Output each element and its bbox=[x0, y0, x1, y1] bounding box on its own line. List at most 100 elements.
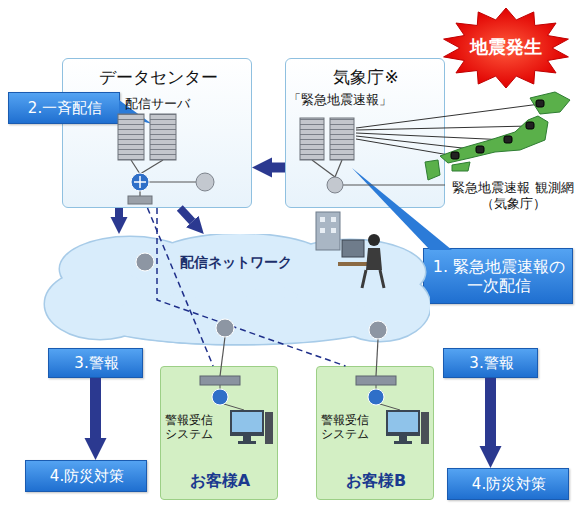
monitor-icon bbox=[230, 410, 264, 436]
pc-tower bbox=[265, 412, 273, 444]
sensor-icon bbox=[526, 122, 534, 129]
node-title: 配信ネットワーク bbox=[180, 254, 320, 271]
japan-map bbox=[425, 92, 570, 180]
window bbox=[320, 217, 325, 222]
monitor-base bbox=[394, 441, 412, 444]
node-title: 地震発生 bbox=[446, 36, 566, 58]
dashed-link bbox=[157, 208, 346, 366]
router-icon bbox=[212, 389, 228, 405]
callout-tail bbox=[352, 168, 452, 250]
seismic-sensors bbox=[451, 100, 544, 159]
server-rack bbox=[300, 118, 324, 160]
network-routers bbox=[136, 253, 387, 376]
wire bbox=[149, 181, 196, 182]
caption-label: 「緊急地震速報」 bbox=[288, 92, 438, 108]
wire bbox=[131, 160, 140, 174]
observation-line bbox=[356, 139, 455, 156]
node-title: 3.警報 bbox=[450, 354, 533, 372]
desk bbox=[338, 262, 376, 266]
router-icon bbox=[327, 177, 343, 193]
cloud-fill bbox=[90, 296, 390, 344]
server-rack bbox=[118, 114, 144, 160]
window bbox=[331, 217, 336, 222]
node-title: 気象庁※ bbox=[292, 67, 440, 87]
flow-arrow bbox=[485, 378, 496, 446]
wire bbox=[380, 404, 400, 410]
step-callout: 3.警報 bbox=[48, 348, 143, 378]
sensor-icon bbox=[536, 100, 544, 107]
sensor-icon bbox=[504, 136, 512, 143]
burst-outline bbox=[444, 8, 569, 88]
person-head bbox=[368, 234, 380, 246]
node-title: 4.防災対策 bbox=[454, 475, 564, 493]
building-icon bbox=[316, 212, 340, 250]
monitor-icon bbox=[342, 240, 364, 257]
node-title: データセンター bbox=[69, 67, 247, 87]
router-icon bbox=[368, 389, 384, 405]
firewall-icon bbox=[356, 376, 396, 385]
wire bbox=[335, 160, 342, 177]
router-icon bbox=[216, 319, 234, 337]
window bbox=[320, 228, 325, 233]
observation-line bbox=[356, 104, 540, 128]
monitor-stand bbox=[243, 436, 251, 441]
customer-equipment bbox=[356, 376, 429, 444]
pc-tower bbox=[421, 412, 429, 444]
wire bbox=[220, 337, 225, 376]
step-callout: 4.防災対策 bbox=[25, 460, 147, 492]
person-body bbox=[366, 248, 382, 270]
screen bbox=[232, 412, 262, 432]
node-title: 4.防災対策 bbox=[32, 467, 142, 485]
node-text: お客様A bbox=[167, 471, 273, 490]
router-icon bbox=[136, 253, 154, 271]
wire bbox=[376, 339, 378, 376]
jma-equipment bbox=[300, 104, 540, 193]
wire bbox=[140, 160, 163, 174]
wire bbox=[220, 385, 221, 389]
monitor-stand bbox=[399, 436, 407, 441]
facility-box: 気象庁※ bbox=[285, 58, 445, 208]
wire bbox=[312, 160, 335, 177]
router-mark bbox=[134, 176, 146, 188]
step-callout: 4.防災対策 bbox=[447, 468, 569, 500]
node-title: 3.警報 bbox=[55, 354, 138, 372]
wire bbox=[376, 385, 377, 389]
observation-line bbox=[356, 136, 480, 150]
node-title: 1. 緊急地震速報の一次配信 bbox=[430, 257, 568, 295]
monitor-icon bbox=[386, 410, 420, 436]
monitor-base bbox=[238, 441, 256, 444]
node-title: 警報受信 システム bbox=[321, 413, 385, 442]
caption-label: 配信サーバ bbox=[125, 96, 215, 112]
network-cloud: 配信ネットワーク bbox=[40, 234, 430, 346]
customer-equipment bbox=[200, 376, 273, 444]
data-center-equipment bbox=[118, 114, 214, 204]
sensor-icon bbox=[476, 146, 484, 153]
facility-box: データセンター bbox=[62, 58, 252, 208]
customer-box: 警報受信 システムお客様A bbox=[160, 366, 278, 500]
observation-line bbox=[356, 126, 530, 130]
router-icon bbox=[131, 173, 149, 191]
person-legs bbox=[362, 270, 384, 288]
flow-arrow bbox=[180, 208, 192, 222]
switch-icon bbox=[128, 196, 152, 204]
wire bbox=[224, 404, 244, 410]
router-icon bbox=[369, 321, 387, 339]
node-title: 警報受信 システム bbox=[165, 413, 229, 442]
server-rack bbox=[330, 118, 354, 160]
screen bbox=[388, 412, 418, 432]
firewall-icon bbox=[200, 376, 240, 385]
operator-illustration bbox=[316, 212, 384, 288]
router-icon bbox=[196, 173, 214, 191]
caption-label: 緊急地震速報 観測網（気象庁） bbox=[448, 180, 578, 211]
server-rack bbox=[150, 114, 176, 160]
wire bbox=[343, 184, 445, 185]
cloud-shape bbox=[40, 234, 430, 346]
window bbox=[331, 228, 336, 233]
wire bbox=[139, 191, 140, 196]
node-text: お客様B bbox=[323, 471, 429, 490]
step-callout: 1. 緊急地震速報の一次配信 bbox=[423, 248, 573, 304]
flow-arrow bbox=[272, 163, 285, 173]
island bbox=[452, 162, 470, 171]
